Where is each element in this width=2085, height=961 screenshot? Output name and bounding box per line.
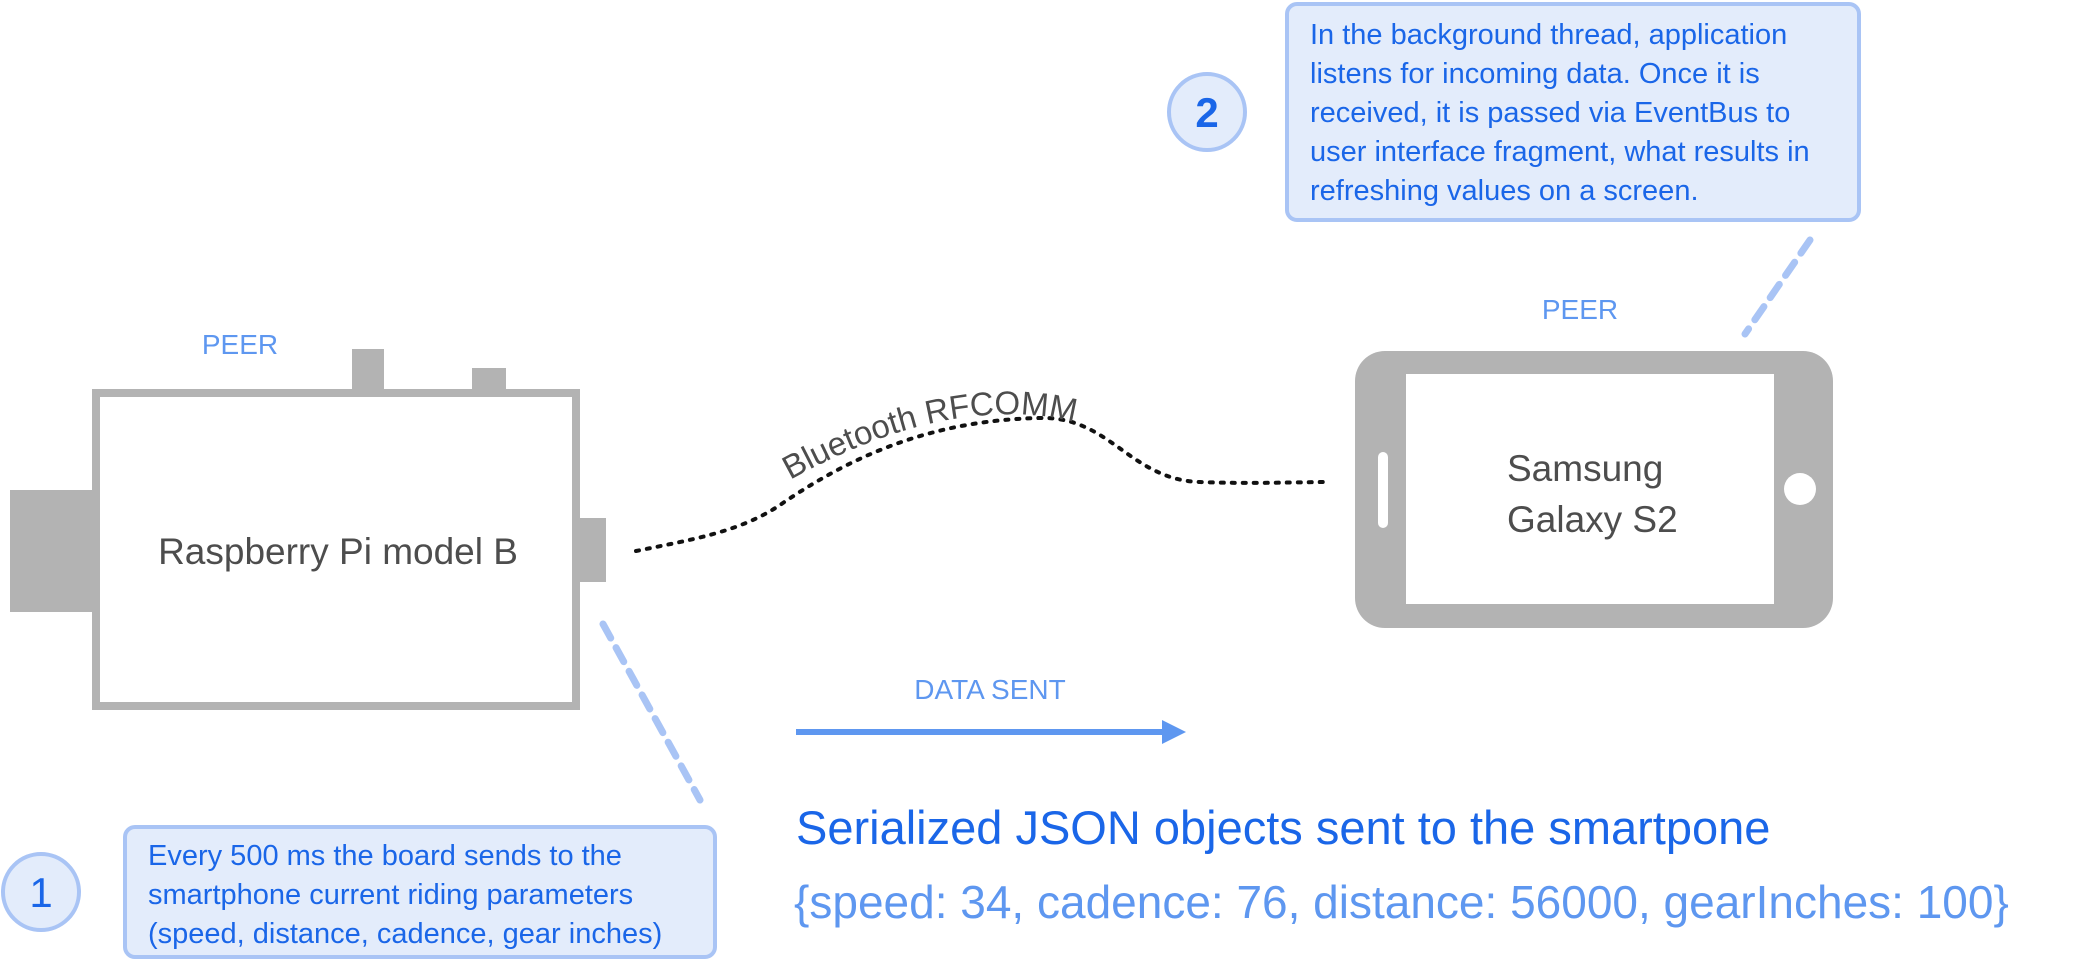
phone-home-button	[1784, 473, 1816, 505]
step-2-line: user interface fragment, what results in	[1310, 136, 1810, 168]
step-2-badge: 2	[1167, 72, 1247, 152]
payload-sample: {speed: 34, cadence: 76, distance: 56000…	[794, 876, 2009, 928]
phone-device-name-line-2: Galaxy S2	[1507, 499, 1678, 540]
payload-title: Serialized JSON objects sent to the smar…	[796, 801, 1771, 854]
step-1-line: (speed, distance, cadence, gear inches)	[148, 918, 663, 950]
pi-top-connector-2	[472, 368, 506, 392]
raspberry-pi-device: Raspberry Pi model B	[10, 349, 606, 710]
pi-device-name: Raspberry Pi model B	[158, 531, 518, 572]
step-2-line: received, it is passed via EventBus to	[1310, 97, 1791, 129]
step-2-line: listens for incoming data. Once it is	[1310, 58, 1760, 90]
bluetooth-link-dotted-line	[634, 415, 1332, 553]
bluetooth-link-label: Bluetooth RFCOMM	[776, 384, 1081, 486]
bluetooth-link-label-path: Bluetooth RFCOMM	[776, 384, 1081, 486]
pi-board-body	[92, 389, 580, 710]
peer-b-label: PEER	[1542, 294, 1618, 325]
phone-screen	[1406, 374, 1774, 604]
step-2-number: 2	[1195, 89, 1218, 136]
step-2-badge-circle	[1167, 72, 1247, 152]
step-2-callout: In the background thread, application li…	[1285, 2, 1861, 222]
step-2-line: refreshing values on a screen.	[1310, 175, 1699, 207]
pi-right-connector	[576, 518, 606, 582]
step-2-connector	[1741, 236, 1814, 338]
data-sent-label: DATA SENT	[914, 674, 1065, 705]
pi-top-connector-1	[352, 349, 384, 391]
step-1-number: 1	[29, 869, 52, 916]
pi-left-connector	[10, 490, 96, 612]
step-1-badge: 1	[1, 852, 81, 932]
phone-device-name-line-1: Samsung	[1507, 448, 1663, 489]
peer-a-label: PEER	[202, 329, 278, 360]
step-1-line: Every 500 ms the board sends to the	[148, 840, 622, 872]
step-1-connector	[599, 620, 704, 804]
samsung-phone-device: Samsung Galaxy S2	[1355, 351, 1833, 628]
phone-speaker-slot	[1378, 452, 1388, 528]
step-2-line: In the background thread, application	[1310, 19, 1788, 51]
step-1-callout: Every 500 ms the board sends to the smar…	[123, 825, 717, 959]
step-1-badge-circle	[1, 852, 81, 932]
data-sent-arrowhead-icon	[1162, 720, 1186, 744]
step-1-line: smartphone current riding parameters	[148, 879, 634, 911]
